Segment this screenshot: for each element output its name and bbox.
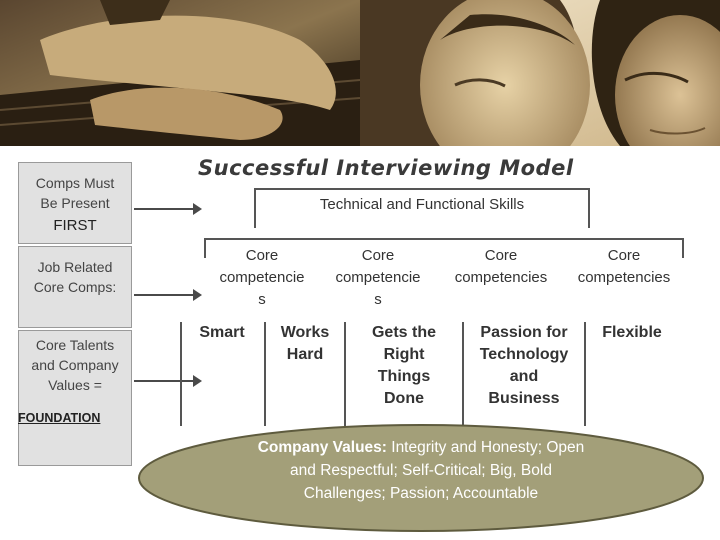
pillar-passion-line2: Technology — [479, 346, 569, 363]
company-values-line3: Challenges; Passion; Accountable — [303, 485, 539, 502]
core-competency-4-line2: competencies — [577, 269, 671, 286]
box1-line1: Comps Must — [35, 175, 115, 191]
pillar-gets-line3: Things — [377, 368, 431, 385]
page-title: Successful Interviewing Model — [198, 156, 574, 180]
box3-line2: and Company — [31, 357, 119, 373]
core-competency-2-line1: Core — [361, 247, 395, 264]
pillar-line-2 — [264, 322, 266, 426]
left-box-job-related: Job Related Core Comps: — [18, 246, 132, 328]
foundation-label: FOUNDATION — [18, 411, 101, 425]
pillar-line-5 — [584, 322, 586, 426]
arrow-job-related — [134, 289, 202, 301]
pillar-passion-line3: and — [509, 368, 539, 385]
pillar-line-4 — [462, 322, 464, 426]
company-values-ellipse — [138, 424, 704, 532]
pillar-works-hard-line1: Works — [280, 324, 330, 341]
pillar-gets-line4: Done — [384, 390, 424, 407]
pillar-works-hard: Works Hard — [268, 322, 342, 366]
core-competencies-roof — [204, 238, 684, 258]
core-competency-2: Core competencie s — [322, 245, 434, 311]
pillar-passion: Passion for Technology and Business — [466, 322, 582, 410]
technical-skills-roof — [254, 188, 590, 228]
pillar-flexible: Flexible — [590, 322, 674, 344]
core-competency-4-line1: Core — [607, 247, 641, 264]
core-competency-3: Core competencies — [444, 245, 558, 289]
core-competency-3-line1: Core — [484, 247, 518, 264]
pillar-gets-things-done: Gets the Right Things Done — [348, 322, 460, 410]
box1-line2: Be Present — [40, 195, 110, 211]
box2-line1: Job Related — [37, 259, 113, 275]
company-values-label: Company Values: — [257, 439, 387, 456]
pillar-passion-line4: Business — [488, 390, 560, 407]
core-competency-3-line2: competencies — [454, 269, 548, 286]
core-competency-1: Core competencie s — [206, 245, 318, 311]
core-competency-1-line1: Core — [245, 247, 279, 264]
pillar-line-1 — [180, 322, 182, 426]
left-box-first: Comps Must Be Present FIRST — [18, 162, 132, 244]
core-competency-1-line3: s — [258, 291, 266, 308]
pillar-works-hard-line2: Hard — [286, 346, 324, 363]
box1-line3: FIRST — [53, 217, 97, 234]
left-box-core-talents: Core Talents and Company Values = — [18, 330, 132, 466]
arrow-first — [134, 203, 202, 215]
pillar-flexible-line1: Flexible — [602, 324, 662, 341]
core-competency-2-line2: competencie — [335, 269, 421, 286]
pillar-smart: Smart — [186, 322, 258, 344]
core-competency-4: Core competencies — [566, 245, 682, 289]
pillar-line-3 — [344, 322, 346, 426]
header-photo — [0, 0, 720, 146]
arrow-core-talents — [134, 375, 202, 387]
box3-line3: Values = — [48, 377, 102, 393]
box3-line1: Core Talents — [35, 337, 115, 353]
core-competency-1-line2: competencie — [219, 269, 305, 286]
company-values-line2: and Respectful; Self-Critical; Big, Bold — [290, 462, 552, 479]
company-values-text: Company Values: Integrity and Honesty; O… — [225, 436, 617, 505]
technical-skills-label: Technical and Functional Skills — [319, 196, 525, 213]
pillar-gets-line2: Right — [383, 346, 425, 363]
pillar-gets-line1: Gets the — [371, 324, 436, 341]
pillar-smart-line1: Smart — [199, 324, 245, 341]
company-values-line1: Integrity and Honesty; Open — [386, 439, 585, 456]
core-competency-2-line3: s — [374, 291, 382, 308]
pillar-passion-line1: Passion for — [480, 324, 568, 341]
box2-line2: Core Comps: — [33, 279, 117, 295]
